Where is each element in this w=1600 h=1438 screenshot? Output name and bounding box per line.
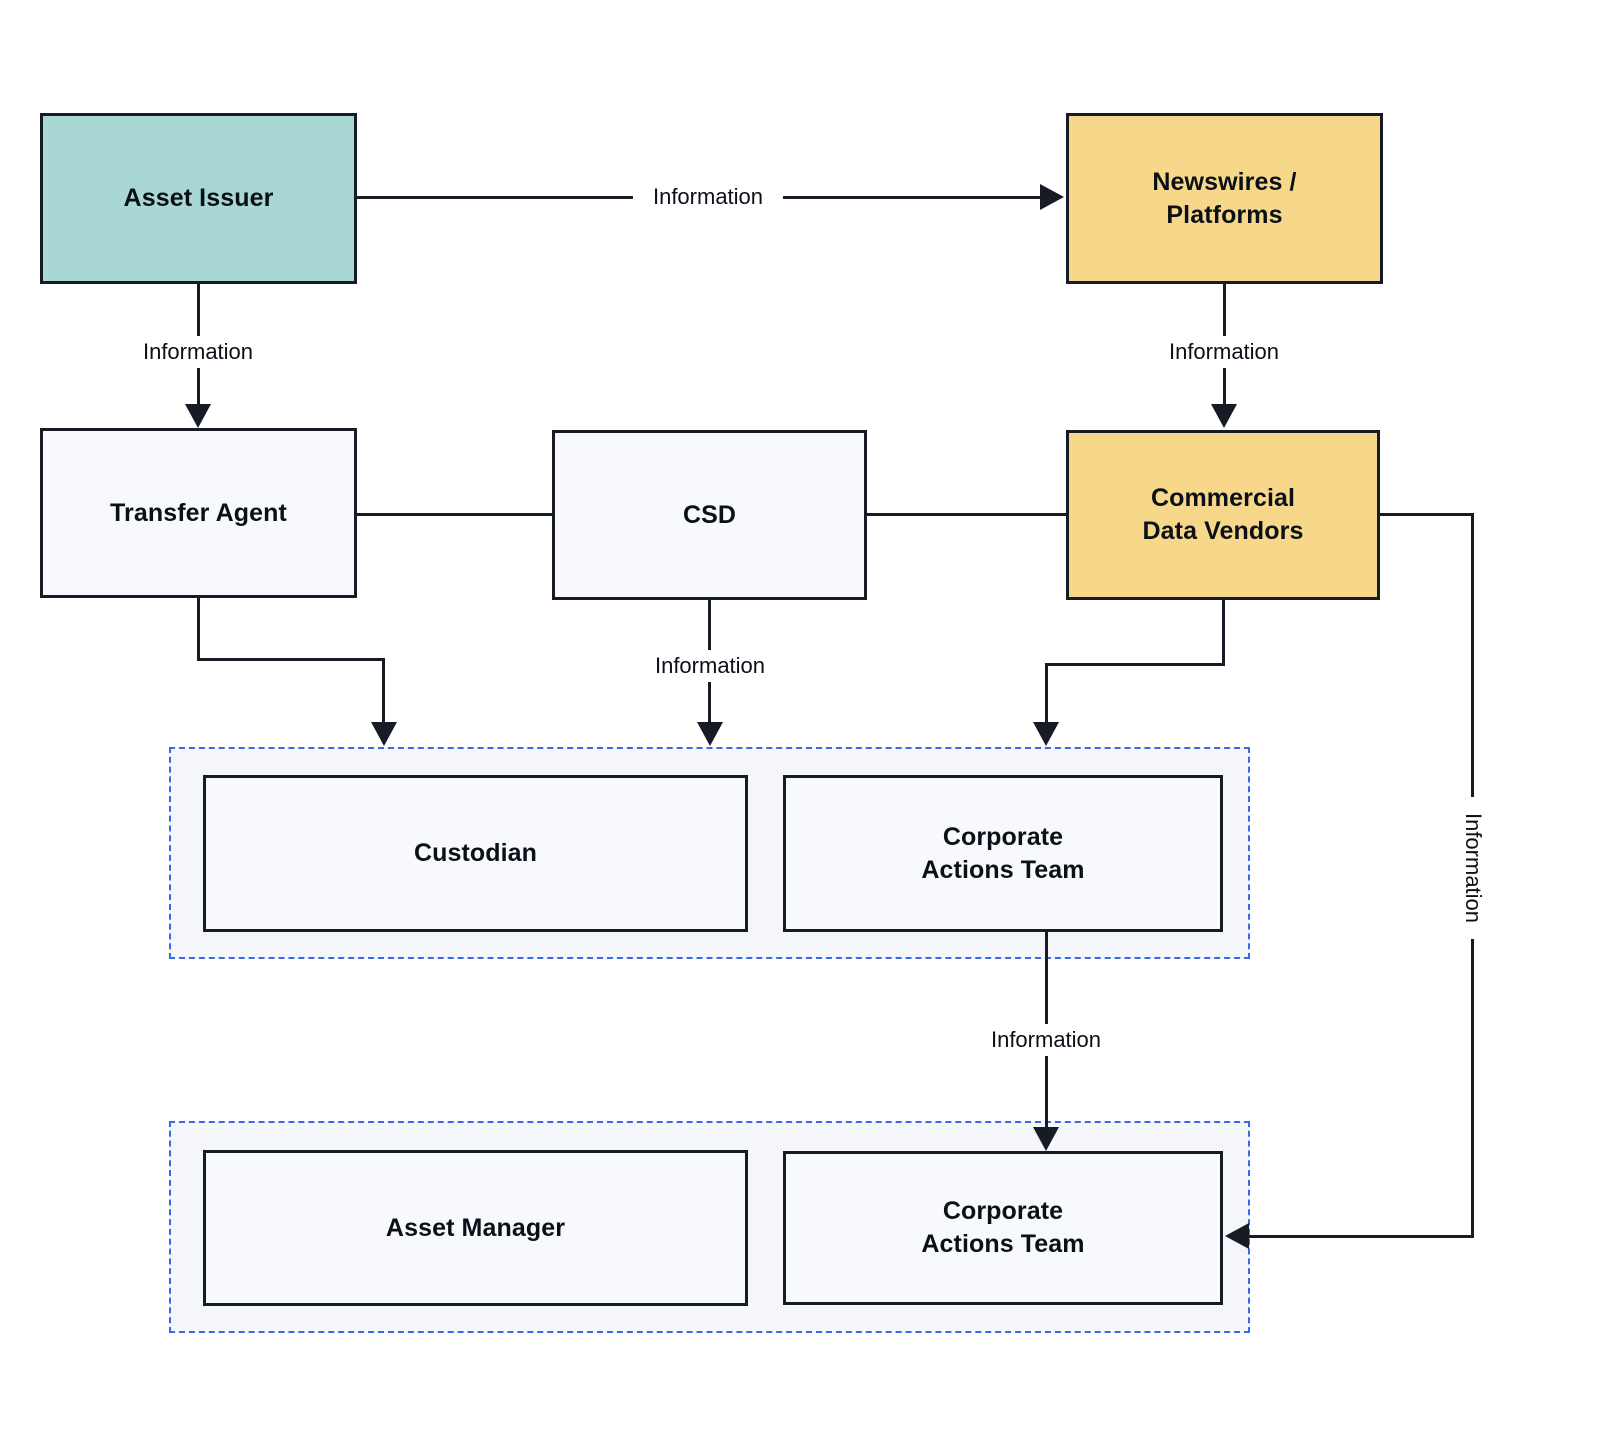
edge-vendors-to-cat-segment-1 bbox=[1380, 513, 1474, 516]
edge-transfer-agent-to-group-segment-3 bbox=[382, 658, 385, 724]
node-corporate-actions-team-custodian-label: Corporate Actions Team bbox=[921, 822, 1085, 884]
node-csd-label: CSD bbox=[682, 500, 737, 529]
edge-vendors-to-group-segment-3 bbox=[1045, 663, 1048, 724]
edge-label-information: Information bbox=[122, 336, 274, 368]
arrowhead-down bbox=[1033, 722, 1059, 746]
edge-vendors-to-cat-segment-3 bbox=[1249, 1235, 1473, 1238]
edge-label-information-vertical: Information bbox=[1457, 796, 1489, 940]
arrowhead-left bbox=[1225, 1223, 1249, 1249]
edge-transfer-agent-to-group-segment-2 bbox=[197, 658, 385, 661]
node-corporate-actions-team-custodian: Corporate Actions Team bbox=[783, 775, 1223, 932]
link-transfer-agent-csd bbox=[357, 513, 552, 516]
link-csd-vendors bbox=[867, 513, 1066, 516]
node-newswires-platforms-label: Newswires / Platforms bbox=[1152, 167, 1297, 229]
arrowhead-down bbox=[1033, 1127, 1059, 1151]
node-newswires-platforms: Newswires / Platforms bbox=[1066, 113, 1383, 284]
arrowhead-down bbox=[371, 722, 397, 746]
edge-vendors-to-group-segment-2 bbox=[1045, 663, 1225, 666]
node-asset-manager: Asset Manager bbox=[203, 1150, 748, 1306]
edge-transfer-agent-to-group-segment-1 bbox=[197, 598, 200, 661]
node-asset-manager-label: Asset Manager bbox=[385, 1213, 566, 1242]
node-transfer-agent-label: Transfer Agent bbox=[110, 498, 287, 527]
node-corporate-actions-team-asset-manager-label: Corporate Actions Team bbox=[921, 1197, 1085, 1258]
node-transfer-agent: Transfer Agent bbox=[40, 428, 357, 598]
edge-vendors-to-group-segment-1 bbox=[1222, 600, 1225, 666]
node-asset-issuer-label: Asset Issuer bbox=[123, 184, 274, 212]
node-custodian: Custodian bbox=[203, 775, 748, 932]
edge-label-information: Information bbox=[634, 650, 786, 682]
arrowhead-down bbox=[185, 404, 211, 428]
edge-label-information: Information bbox=[632, 181, 784, 213]
node-csd: CSD bbox=[552, 430, 867, 600]
node-commercial-data-vendors-label: Commercial Data Vendors bbox=[1142, 484, 1304, 545]
node-custodian-label: Custodian bbox=[413, 839, 538, 867]
arrowhead-down bbox=[697, 722, 723, 746]
arrowhead-right bbox=[1040, 184, 1064, 210]
edge-label-information: Information bbox=[970, 1024, 1122, 1056]
node-commercial-data-vendors: Commercial Data Vendors bbox=[1066, 430, 1380, 600]
arrowhead-down bbox=[1211, 404, 1237, 428]
edge-label-information: Information bbox=[1148, 336, 1300, 368]
node-asset-issuer: Asset Issuer bbox=[40, 113, 357, 284]
node-corporate-actions-team-asset-manager: Corporate Actions Team bbox=[783, 1151, 1223, 1305]
